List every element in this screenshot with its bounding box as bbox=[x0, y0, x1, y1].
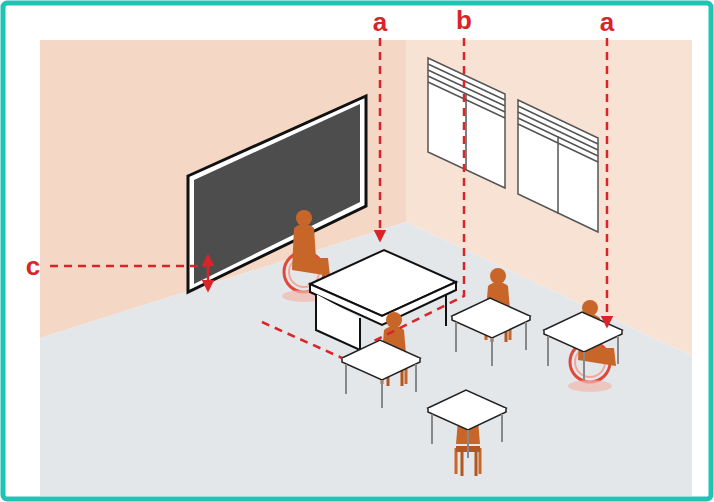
dimension-line bbox=[50, 38, 607, 358]
dimension-line bbox=[207, 256, 210, 290]
callout-letter: a bbox=[373, 9, 387, 35]
blackboard bbox=[194, 104, 360, 284]
teacher-desk bbox=[310, 250, 456, 350]
desk bbox=[452, 298, 530, 366]
window bbox=[428, 58, 598, 232]
callout-letter: a bbox=[600, 9, 614, 35]
desk bbox=[428, 390, 506, 458]
window bbox=[518, 100, 598, 232]
blackboard bbox=[188, 96, 366, 292]
dimension-line bbox=[50, 265, 206, 268]
dimension-line bbox=[606, 38, 609, 326]
desk bbox=[544, 312, 622, 380]
frame bbox=[3, 3, 711, 499]
dimension-line bbox=[372, 38, 464, 342]
window bbox=[428, 58, 505, 188]
dimension-line bbox=[262, 322, 342, 358]
callout-letter: b bbox=[456, 7, 472, 33]
window bbox=[428, 64, 505, 170]
blackboard bbox=[188, 96, 366, 292]
callout-letter: c bbox=[26, 253, 40, 279]
desk bbox=[342, 340, 420, 408]
dimension-line bbox=[379, 38, 382, 240]
desk bbox=[342, 340, 420, 408]
floor bbox=[40, 222, 692, 496]
desk bbox=[428, 390, 506, 458]
desk bbox=[544, 312, 622, 380]
window bbox=[518, 106, 598, 214]
desk bbox=[452, 298, 530, 366]
